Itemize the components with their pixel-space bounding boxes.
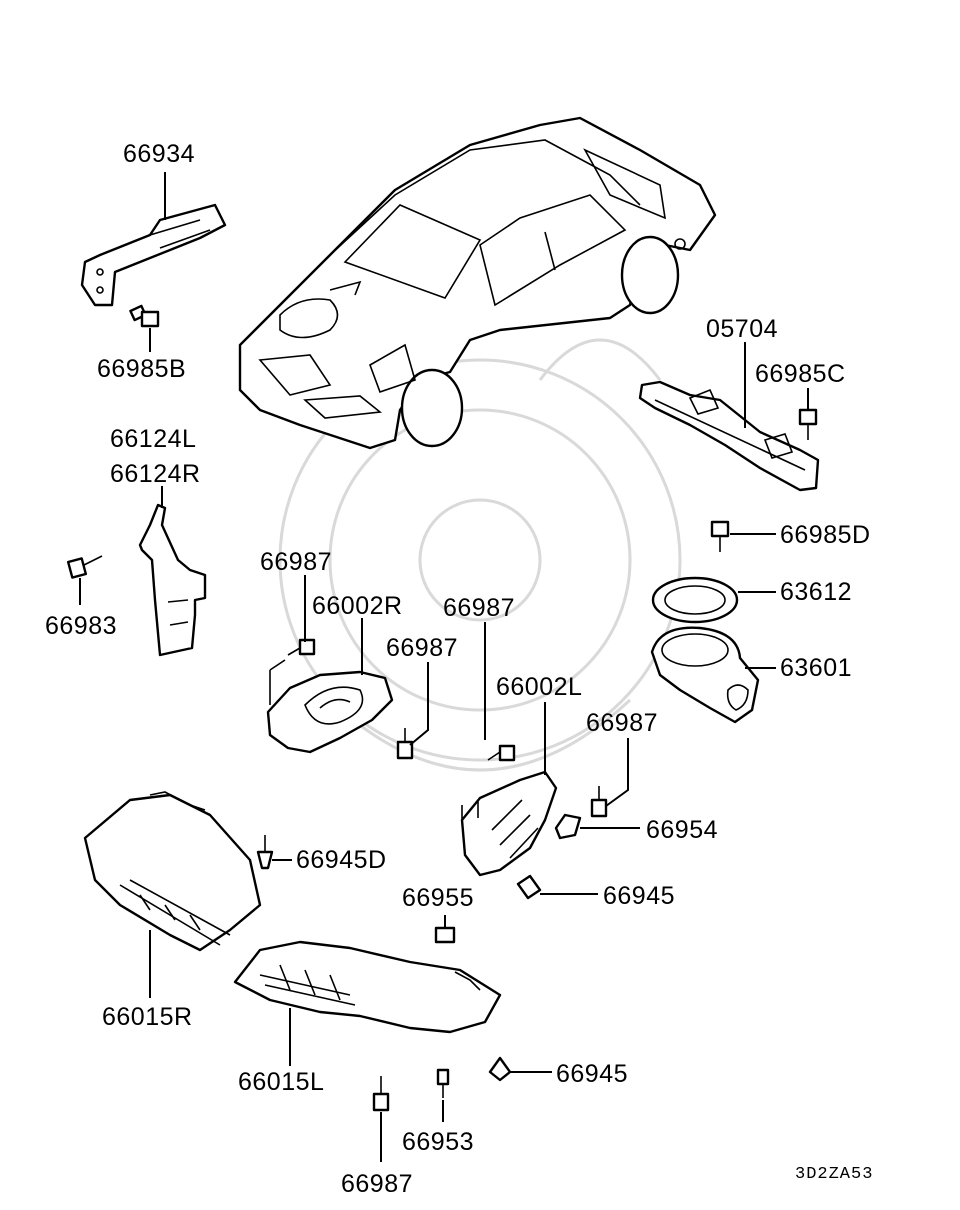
label-66015L: 66015L xyxy=(238,1068,324,1096)
diagram-code: 3D2ZA53 xyxy=(795,1165,873,1184)
label-66945b: 66945 xyxy=(556,1060,628,1088)
label-66987b: 66987 xyxy=(386,634,458,662)
part-66985D-bolt xyxy=(710,520,730,552)
label-66934: 66934 xyxy=(123,140,195,168)
part-66987-fasteners xyxy=(287,638,608,1112)
label-66983: 66983 xyxy=(45,612,117,640)
part-66934-bracket xyxy=(80,203,227,307)
leader-66987d xyxy=(605,738,629,807)
part-63601-filler-neck xyxy=(650,626,760,724)
part-66955-pad xyxy=(434,926,456,944)
label-66987a: 66987 xyxy=(260,548,332,576)
label-66002R: 66002R xyxy=(312,592,403,620)
label-66124R: 66124R xyxy=(110,460,201,488)
label-66945D: 66945D xyxy=(296,846,387,874)
part-labels: 66934 66985B 66124L 66124R 66983 66987 6… xyxy=(45,140,871,1198)
leader-66987b xyxy=(409,662,429,746)
label-66987c: 66987 xyxy=(443,594,515,622)
label-66987e: 66987 xyxy=(341,1170,413,1198)
part-63612-gasket xyxy=(651,576,739,624)
label-66955: 66955 xyxy=(402,884,474,912)
label-63601: 63601 xyxy=(780,654,852,682)
label-66953: 66953 xyxy=(402,1128,474,1156)
part-66002R-bracket xyxy=(266,659,394,754)
part-66953-screw xyxy=(436,1068,450,1098)
label-66985C: 66985C xyxy=(755,360,846,388)
label-66987d: 66987 xyxy=(586,709,658,737)
part-66002L-bracket xyxy=(460,770,558,877)
part-66945D-clip xyxy=(256,835,274,870)
label-66954: 66954 xyxy=(646,816,718,844)
part-66945-clips xyxy=(488,874,542,1082)
label-66985D: 66985D xyxy=(780,521,871,549)
part-66954-clip xyxy=(554,813,582,840)
vehicle-body xyxy=(238,116,717,450)
part-05704-crossmember xyxy=(638,380,820,492)
part-66124-bracket xyxy=(138,503,207,657)
label-66002L: 66002L xyxy=(496,673,582,701)
part-66015R-undercover xyxy=(83,791,262,952)
label-66015R: 66015R xyxy=(102,1003,193,1031)
label-63612: 63612 xyxy=(780,578,852,606)
label-66124L: 66124L xyxy=(110,425,196,453)
label-05704: 05704 xyxy=(706,315,778,343)
part-66983-bolt xyxy=(66,555,103,579)
label-66985B: 66985B xyxy=(97,355,186,383)
label-66945a: 66945 xyxy=(603,882,675,910)
part-66985C-bolt xyxy=(798,408,818,440)
part-66985B-bolt xyxy=(129,304,160,328)
part-66015L-undercover xyxy=(233,940,502,1034)
